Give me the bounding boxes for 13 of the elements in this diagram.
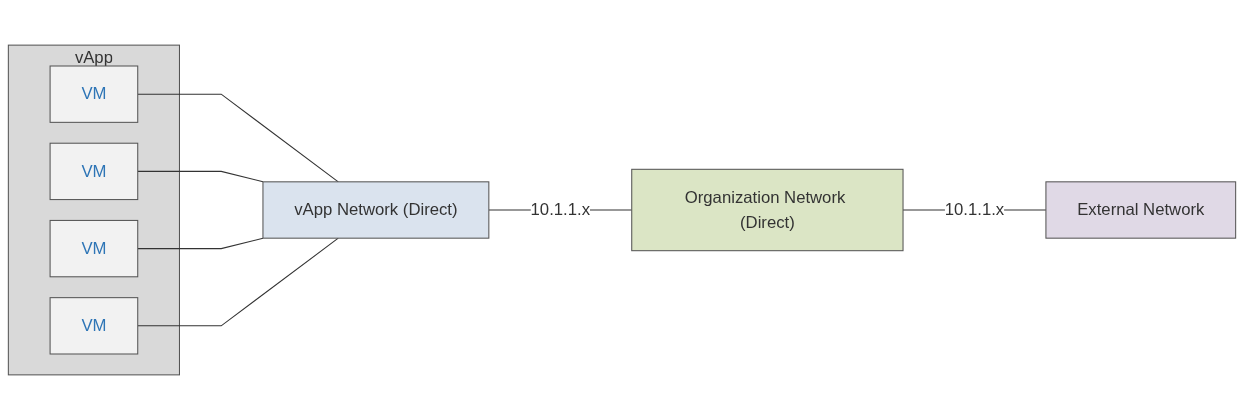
node-box: vApp Network (Direct) [262,181,490,239]
edge-label: 10.1.1.x [944,200,1005,219]
connector [137,170,264,183]
node-box: External Network [1045,181,1237,239]
connector [137,237,264,250]
node-box: VM [49,219,139,278]
node-box: VM [49,142,139,201]
node-box: VM [49,65,139,123]
node-box: Organization Network (Direct) [631,168,904,252]
connector [137,93,339,183]
edge-label: 10.1.1.x [530,200,590,219]
node-box: VM [49,297,139,355]
connector [137,237,339,327]
